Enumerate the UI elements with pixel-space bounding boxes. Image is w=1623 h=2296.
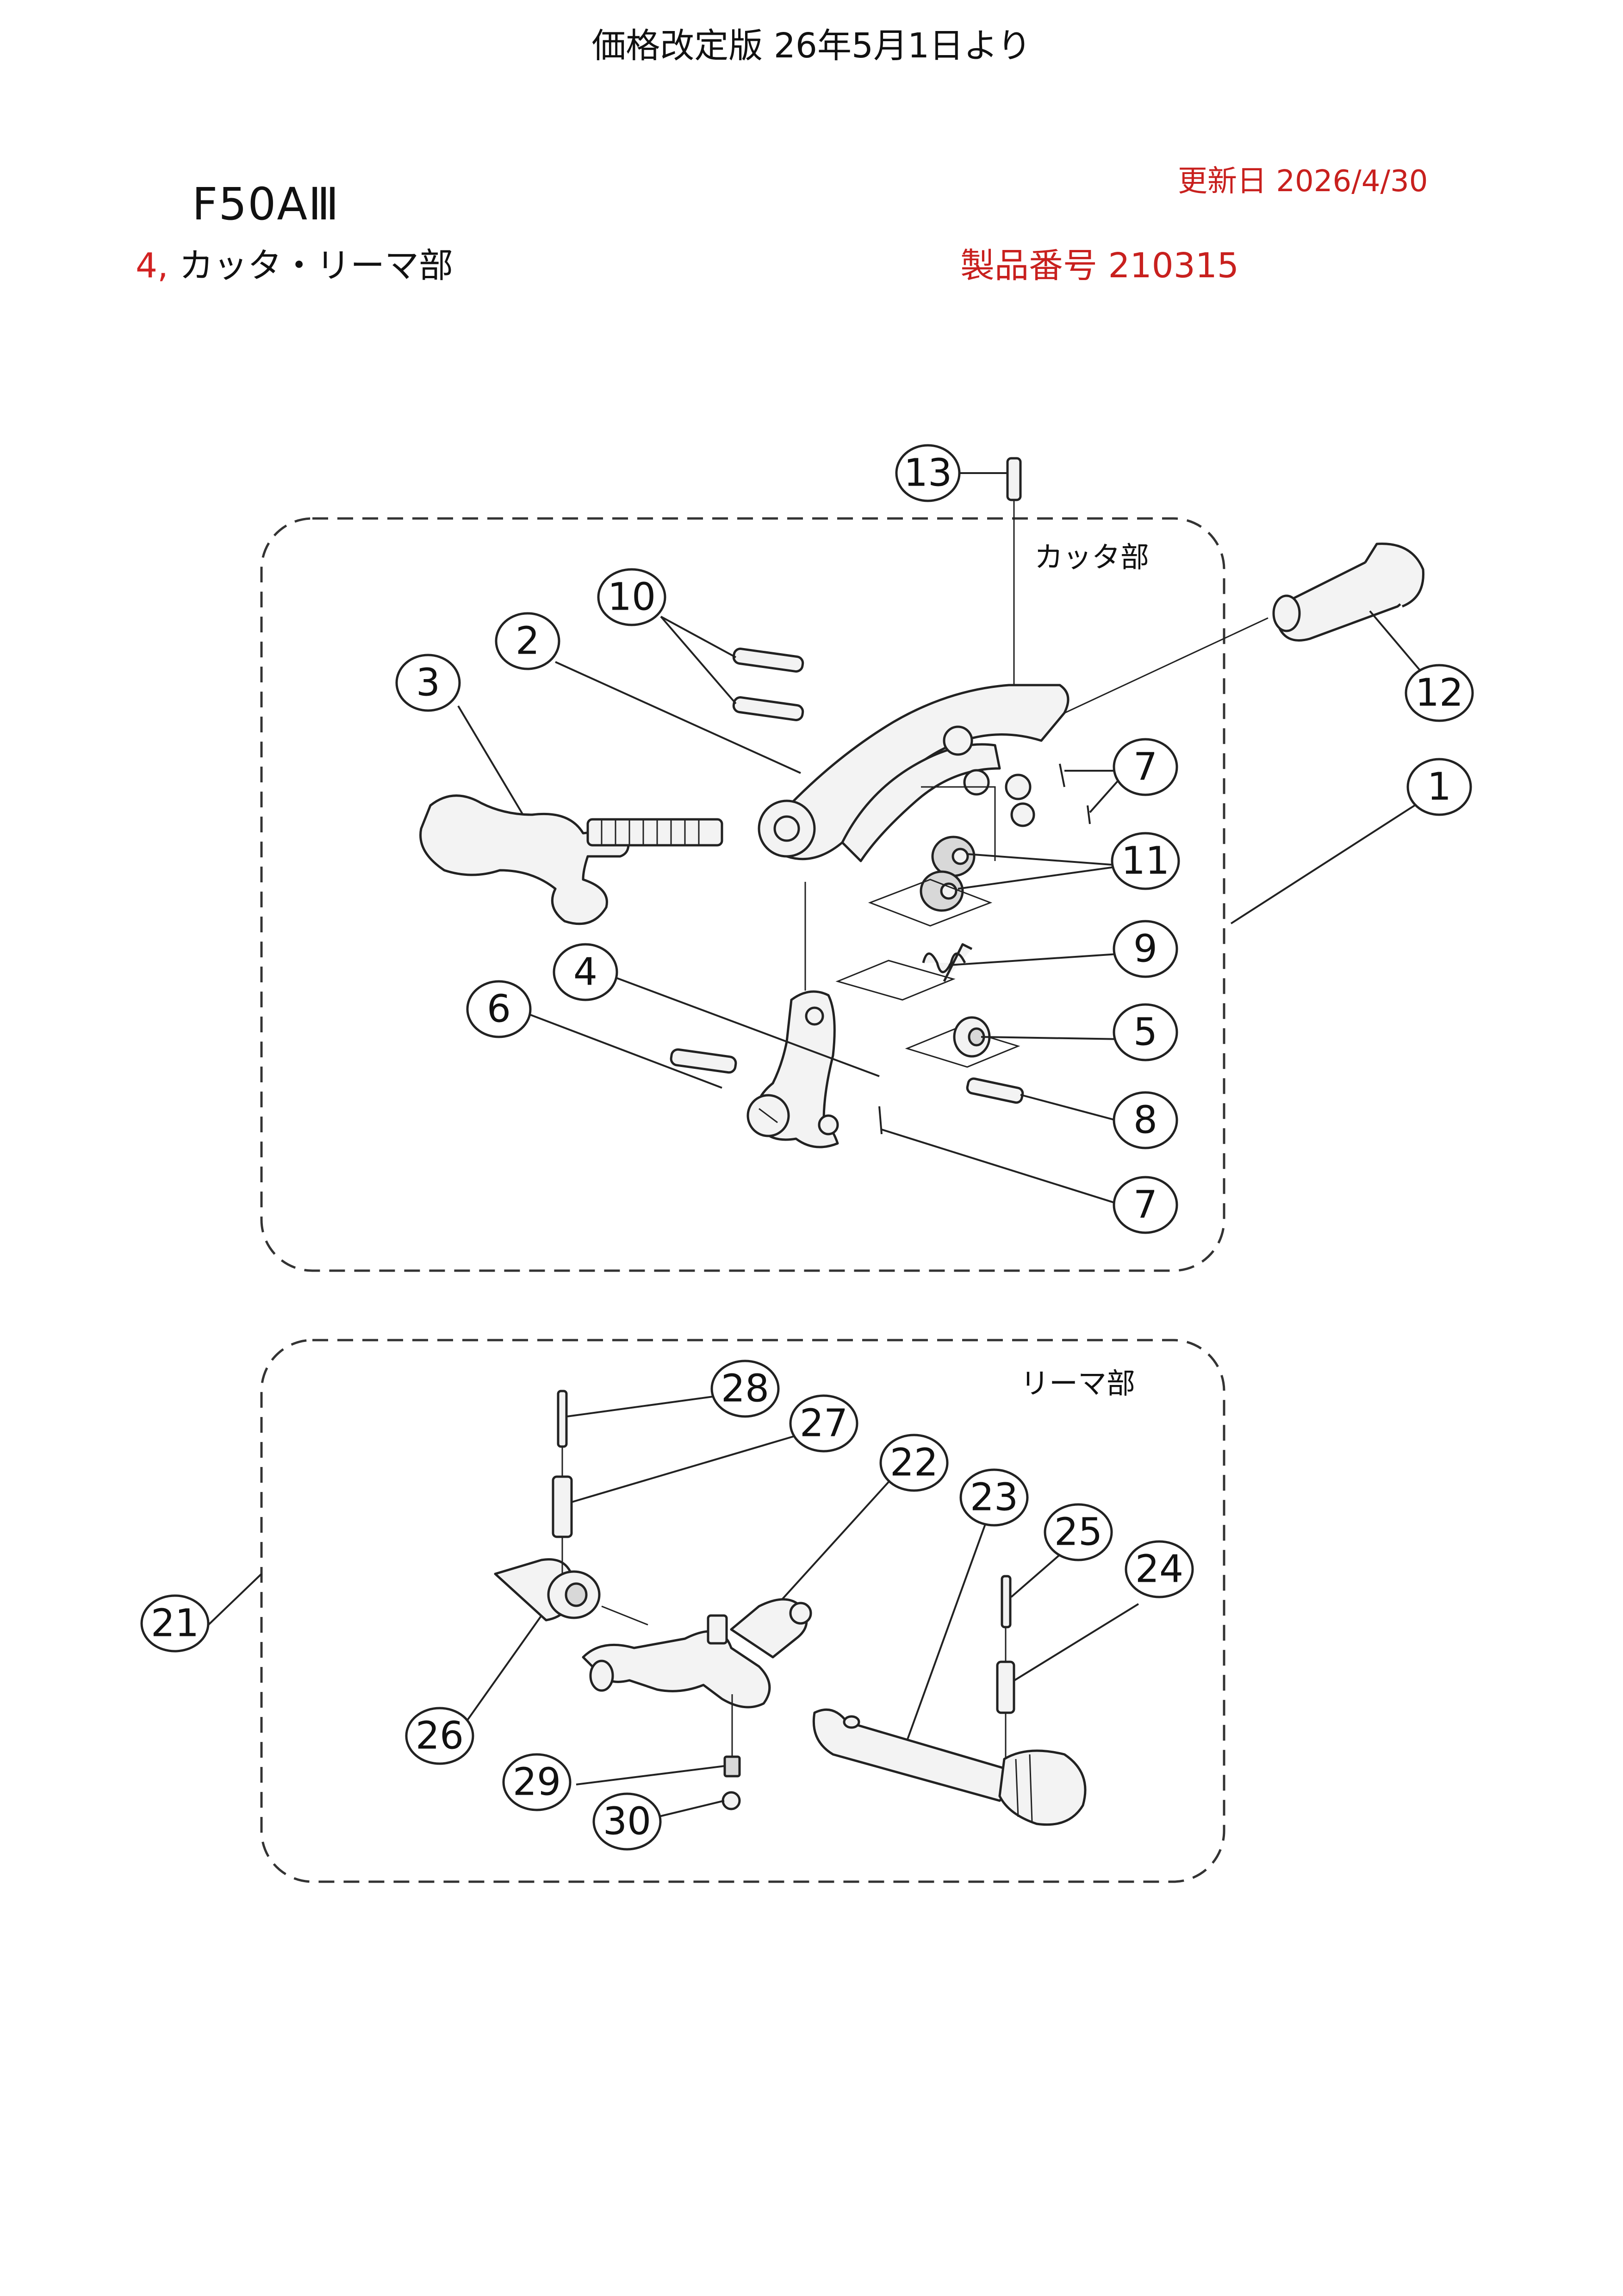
callout-12: 12 [1405,664,1474,722]
callout-2: 2 [495,612,560,670]
callout-10: 10 [597,568,666,626]
callout-30: 30 [592,1792,662,1851]
reamer-parts-illustration [494,1390,1087,1826]
model-name: F50AⅢ [192,178,340,230]
product-number: 製品番号 210315 [960,246,1239,286]
svg-text:12: 12 [1415,671,1463,715]
callout-24: 24 [1125,1540,1194,1598]
svg-text:25: 25 [1054,1510,1102,1554]
svg-text:11: 11 [1121,839,1169,883]
svg-text:9: 9 [1133,927,1157,971]
callout-21: 21 [140,1594,210,1653]
svg-text:29: 29 [513,1760,561,1804]
callout-8: 8 [1113,1091,1178,1149]
svg-text:23: 23 [970,1476,1018,1520]
svg-text:27: 27 [800,1402,848,1446]
reamer-group-frame [260,1339,1225,1883]
callout-13: 13 [895,444,961,502]
callout-22: 22 [879,1434,949,1492]
svg-text:21: 21 [151,1602,199,1646]
svg-text:22: 22 [890,1441,938,1485]
section-heading: 4, カッタ・リーマ部 [136,249,453,283]
callout-28: 28 [710,1360,780,1418]
callout-1: 1 [1406,758,1472,816]
svg-text:3: 3 [416,661,440,705]
callout-26: 26 [405,1707,474,1765]
cutter-group-frame [260,517,1225,1272]
callout-3: 3 [395,654,461,712]
svg-text:28: 28 [721,1367,769,1411]
section-title: カッタ・リーマ部 [179,246,454,286]
callout-9: 9 [1113,920,1178,978]
svg-text:2: 2 [516,619,540,663]
callout-29: 29 [502,1753,572,1811]
svg-text:30: 30 [603,1800,651,1844]
callout-27: 27 [789,1394,858,1453]
callout-25: 25 [1044,1503,1113,1561]
svg-text:8: 8 [1133,1098,1157,1142]
reamer-group-label: リーマ部 [1020,1366,1135,1400]
cutter-group-label: カッタ部 [1034,540,1149,574]
leader-lines [203,472,1426,1820]
svg-text:6: 6 [487,987,511,1031]
updated-date: 更新日 2026/4/30 [1178,164,1428,199]
callout-23: 23 [959,1468,1029,1527]
svg-text:13: 13 [904,451,952,495]
callout-5: 5 [1113,1003,1178,1061]
svg-text:24: 24 [1135,1547,1183,1591]
callout-7-lower: 7 [1113,1176,1178,1234]
callout-7-upper: 7 [1113,738,1178,796]
svg-text:5: 5 [1133,1011,1157,1054]
svg-text:1: 1 [1427,765,1451,809]
svg-text:26: 26 [416,1714,464,1758]
svg-text:7: 7 [1133,1183,1157,1227]
svg-text:10: 10 [608,575,656,619]
svg-text:7: 7 [1133,745,1157,789]
section-number: 4, [136,246,168,286]
callout-6: 6 [466,980,532,1038]
price-revision-note: 価格改定版 26年5月1日より [591,26,1032,66]
callout-4: 4 [553,943,618,1001]
cutter-parts-illustration [419,457,1424,1148]
callout-11: 11 [1111,832,1180,890]
svg-text:4: 4 [573,950,597,994]
